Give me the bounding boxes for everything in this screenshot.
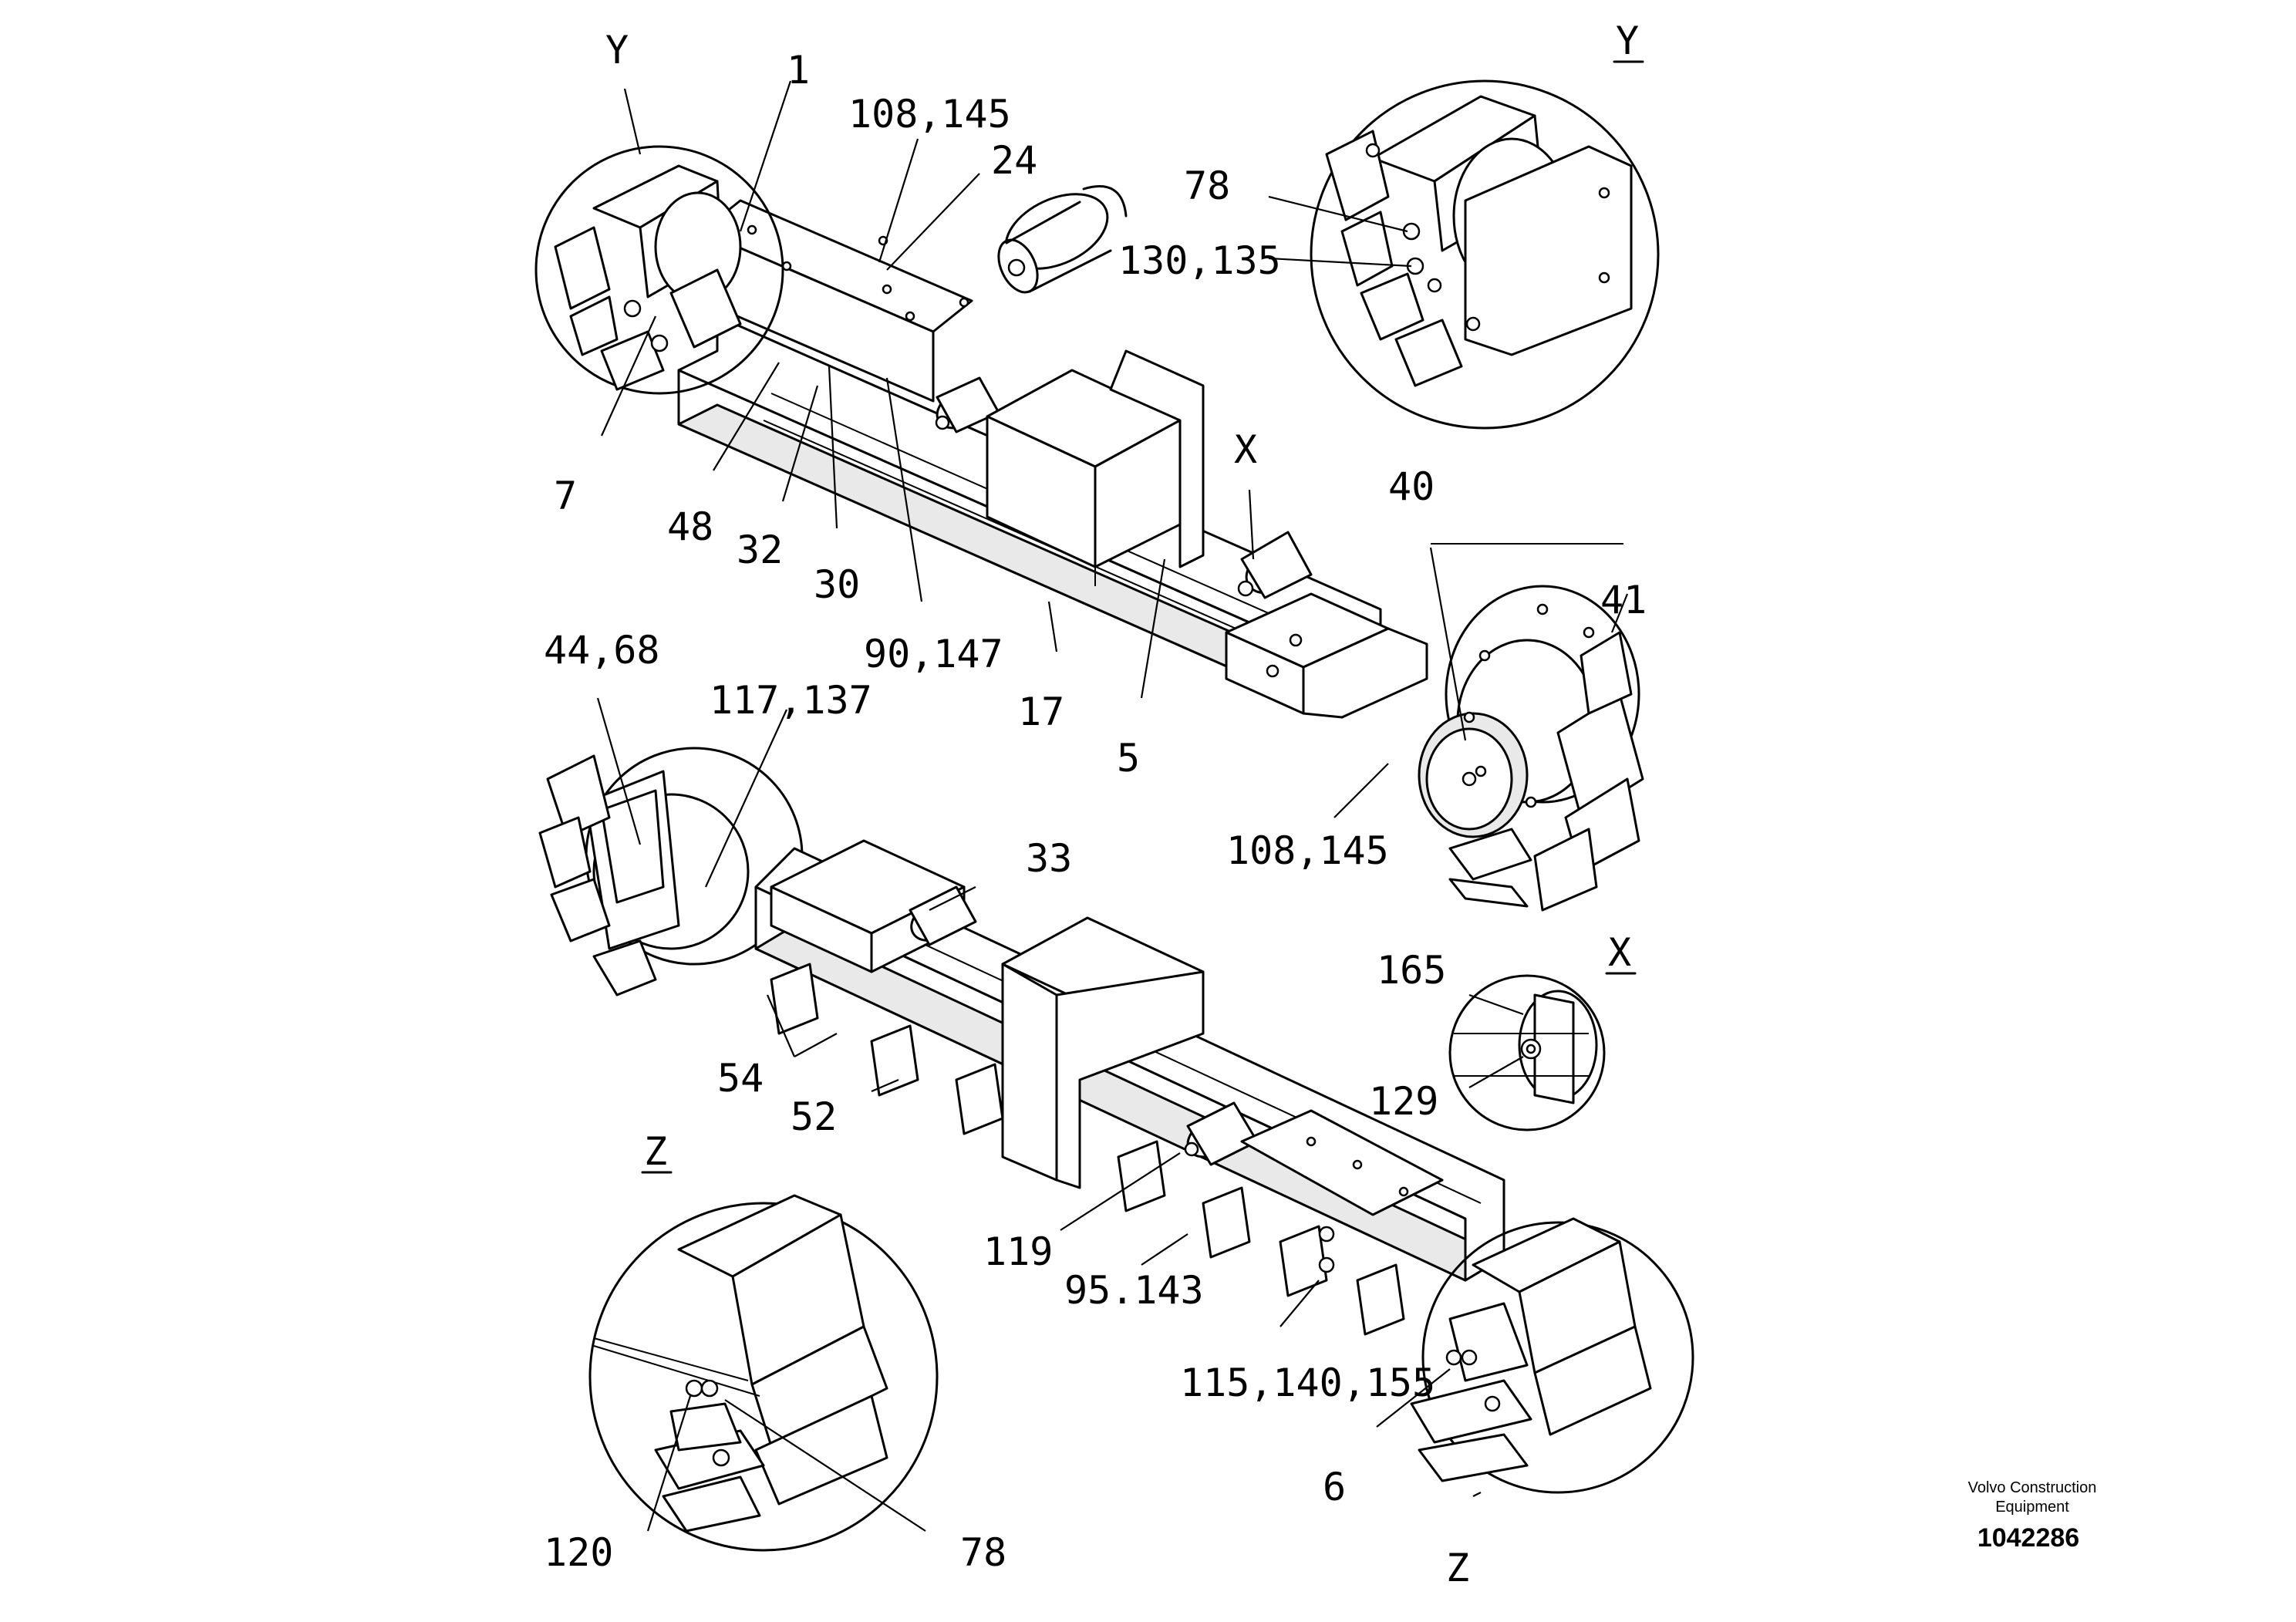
carbody-bracket-lower	[1001, 916, 1205, 1189]
callout-z-right: Z	[1446, 1546, 1469, 1590]
detail-z-left	[588, 1194, 939, 1552]
callout-108-145-top: 108,145	[848, 92, 1011, 137]
upper-track-frame	[677, 185, 1428, 719]
callout-90-147: 90,147	[864, 632, 1003, 676]
callout-y-right: Y	[1616, 19, 1639, 63]
callout-6: 6	[1323, 1465, 1346, 1509]
vendor-line-1: Volvo Construction	[1968, 1479, 2097, 1496]
callout-24: 24	[991, 138, 1037, 183]
callout-120: 120	[544, 1530, 613, 1575]
vendor-drawing-number: 1042286	[1977, 1523, 2079, 1553]
track-shoes-right	[1448, 631, 1644, 912]
callout-7: 7	[554, 474, 577, 518]
callout-32: 32	[737, 528, 783, 572]
leader-lines	[596, 80, 1629, 1532]
callout-5: 5	[1117, 736, 1140, 781]
callout-y-left: Y	[605, 28, 629, 73]
callout-108-145-mid: 108,145	[1226, 828, 1389, 873]
callout-119: 119	[983, 1229, 1053, 1274]
bottom-rollers	[770, 963, 1405, 1336]
callout-41: 41	[1600, 578, 1647, 622]
callout-x-top: X	[1234, 427, 1257, 472]
callout-labels: Y 1 108,145 24 Y 78 130,135 7 48 32 30 9…	[544, 19, 1647, 1590]
callout-z-detail: Z	[644, 1129, 667, 1174]
callout-x-detail: X	[1608, 930, 1631, 975]
callout-130-135: 130,135	[1118, 238, 1281, 283]
callout-54: 54	[717, 1056, 764, 1101]
callout-40: 40	[1388, 464, 1435, 509]
detail-z-right	[1410, 1217, 1694, 1494]
detail-y-left	[534, 145, 784, 395]
callout-117-137: 117,137	[710, 678, 872, 723]
detail-x	[1448, 974, 1606, 1131]
callout-48: 48	[667, 504, 713, 549]
callout-17: 17	[1018, 690, 1064, 734]
vendor-line-2: Equipment	[1995, 1499, 2069, 1516]
callout-78-top: 78	[1184, 164, 1230, 208]
callout-95-143: 95.143	[1064, 1268, 1204, 1313]
callout-129: 129	[1369, 1079, 1438, 1124]
upper-roller-24	[997, 185, 1128, 294]
vendor-stamp: Volvo Construction Equipment 1042286	[1968, 1479, 2097, 1553]
detail-y-right	[1310, 79, 1660, 430]
callout-30: 30	[814, 562, 860, 607]
callout-165: 165	[1377, 948, 1446, 993]
callout-78-bottom: 78	[960, 1530, 1006, 1575]
callout-115-140-155: 115,140,155	[1180, 1361, 1435, 1405]
carbody-bracket-upper	[986, 349, 1205, 586]
callout-44-68: 44,68	[544, 628, 660, 673]
lower-track-frame	[538, 747, 1505, 1336]
callout-33: 33	[1026, 836, 1072, 881]
callout-1: 1	[787, 48, 810, 93]
callout-52: 52	[791, 1094, 837, 1139]
